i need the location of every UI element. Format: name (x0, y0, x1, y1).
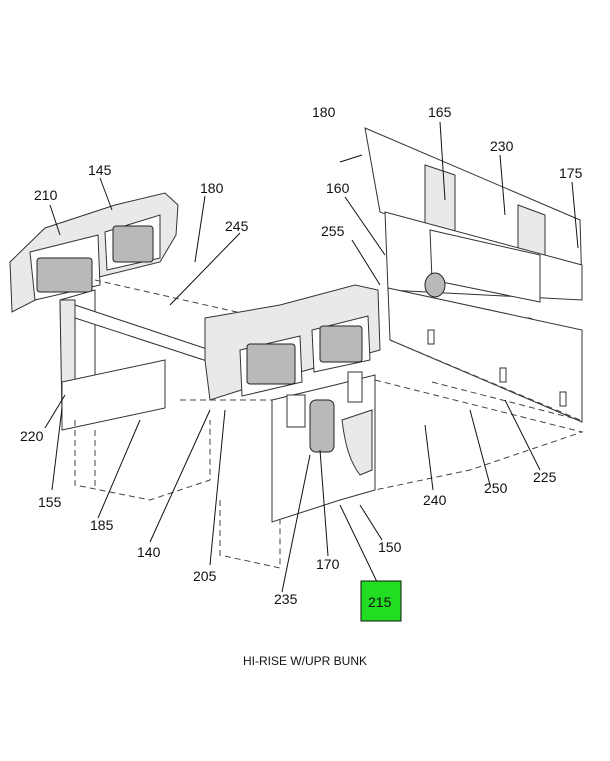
callout-215: 215 (368, 594, 392, 610)
callout-165: 165 (428, 104, 452, 120)
callout-250: 250 (484, 480, 508, 496)
callout-150: 150 (378, 539, 402, 555)
callout-185: 185 (90, 517, 114, 533)
highlighted-callout-box (360, 580, 402, 622)
callout-220: 220 (20, 428, 44, 444)
callout-210: 210 (34, 187, 58, 203)
callout-255: 255 (321, 223, 345, 239)
callout-235: 235 (274, 591, 298, 607)
callout-140: 140 (137, 544, 161, 560)
callout-180-left: 180 (200, 180, 224, 196)
callout-245: 245 (225, 218, 249, 234)
callout-160: 160 (326, 180, 350, 196)
callout-175: 175 (559, 165, 583, 181)
callout-155: 155 (38, 494, 62, 510)
callout-205: 205 (193, 568, 217, 584)
callout-170: 170 (316, 556, 340, 572)
callout-145: 145 (88, 162, 112, 178)
callout-labels: 180 165 230 175 160 255 145 210 180 245 … (20, 104, 583, 622)
callout-180-right: 180 (312, 104, 336, 120)
left-cabinet (9, 192, 211, 501)
callout-225: 225 (533, 469, 557, 485)
center-assembly (74, 279, 381, 569)
leader-lines (44, 121, 579, 593)
callout-240: 240 (423, 492, 447, 508)
callout-230: 230 (490, 138, 514, 154)
right-panel (364, 127, 584, 491)
diagram-caption: HI-RISE W/UPR BUNK (243, 654, 367, 668)
